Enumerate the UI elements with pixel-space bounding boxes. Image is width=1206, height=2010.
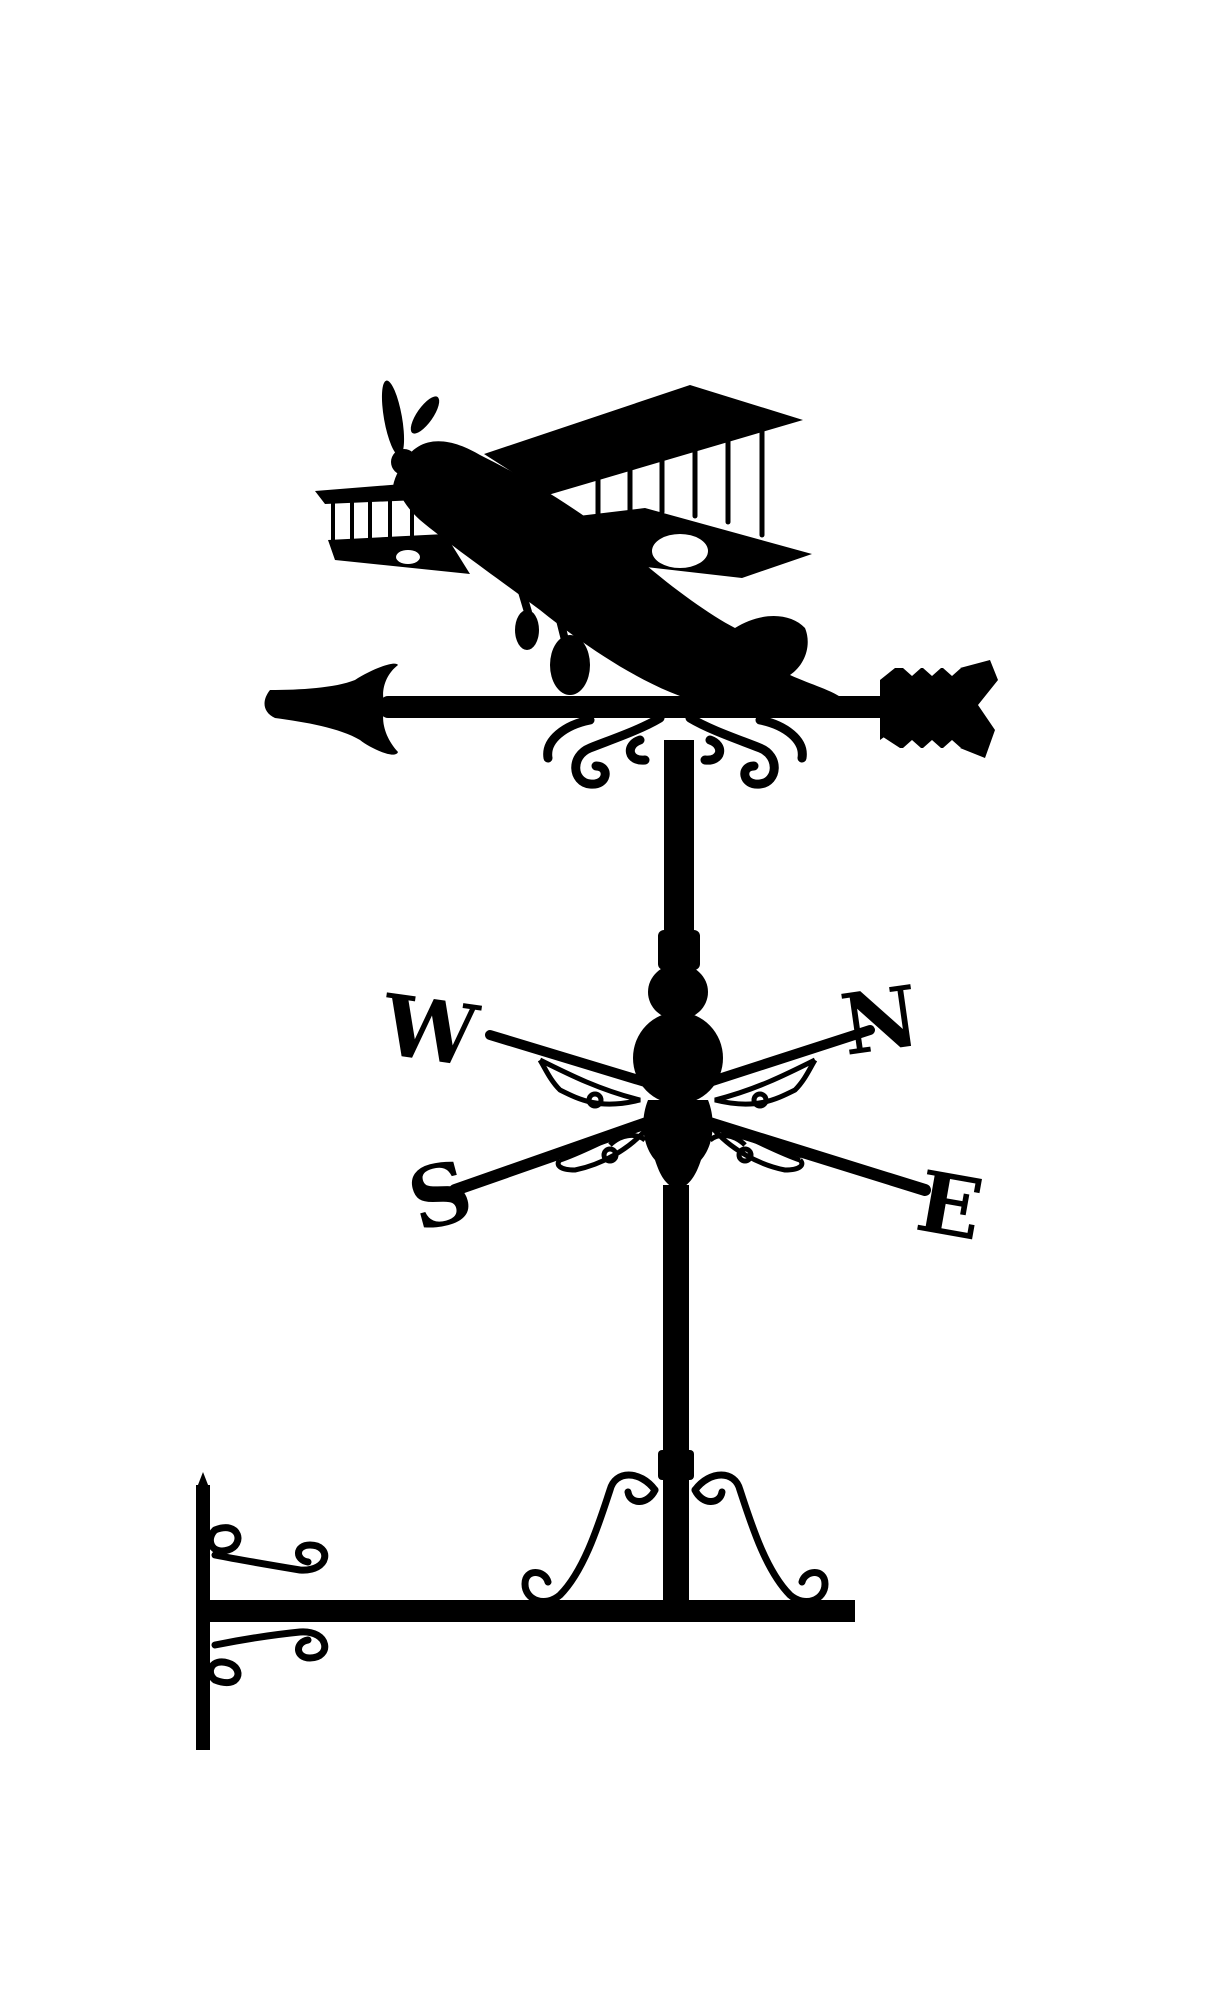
landing-gear — [515, 581, 590, 695]
biplane-cockpit — [516, 534, 568, 570]
upper-post — [664, 740, 694, 940]
right-wing-struts — [595, 425, 765, 538]
biplane-upper-wing — [484, 385, 803, 495]
compass-filigree — [537, 1057, 818, 1173]
bracket-arm — [205, 1600, 855, 1622]
base-scrollwork — [521, 1471, 829, 1605]
arrow-head — [264, 663, 398, 755]
left-upper-wing — [315, 483, 418, 504]
weathervane-silhouette: W N S E — [196, 380, 998, 1750]
wing-roundel — [652, 534, 708, 568]
compass-letter-north: N — [835, 966, 925, 1075]
bracket-wall-plate — [196, 1485, 210, 1750]
arm-north — [695, 1025, 875, 1090]
mounting-bracket — [196, 1472, 855, 1750]
wind-arrow — [264, 660, 998, 758]
biplane-fuselage — [397, 441, 845, 712]
compass-letters: W N S E — [375, 966, 990, 1260]
compass-hub — [643, 1100, 713, 1190]
front-wheel — [550, 635, 590, 695]
compass-letter-west: W — [375, 975, 485, 1087]
arrow-tail-fletching — [880, 660, 998, 758]
left-wing-roundel — [396, 550, 420, 564]
bracket-scrolls — [207, 1524, 329, 1686]
fletching-notches — [903, 668, 961, 748]
arm-west — [485, 1030, 660, 1090]
upper-finial-ball — [648, 964, 708, 1020]
biplane-silhouette — [315, 380, 845, 712]
lower-post — [663, 1185, 689, 1610]
bracket-top-tip — [196, 1472, 210, 1490]
propeller — [381, 380, 440, 499]
rear-wheel — [515, 610, 539, 650]
arrow-shaft — [380, 696, 910, 718]
lower-post-collar — [658, 1450, 694, 1480]
arrow-scrollwork — [543, 713, 807, 789]
post-collar — [658, 930, 700, 970]
finial-neck — [664, 1012, 692, 1030]
